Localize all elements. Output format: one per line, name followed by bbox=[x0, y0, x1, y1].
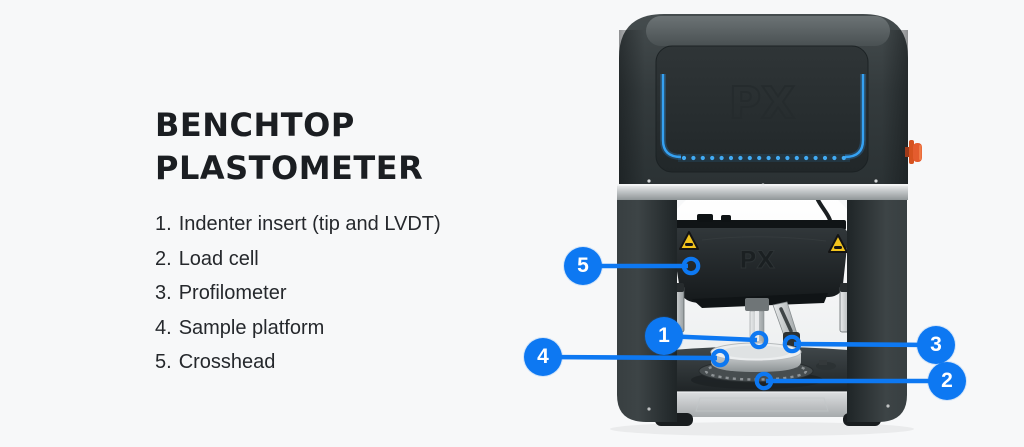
part-number: 4. bbox=[155, 316, 172, 339]
callout-bubble-3: 3 bbox=[917, 326, 955, 364]
part-number: 5. bbox=[155, 351, 172, 374]
estop-button bbox=[905, 140, 922, 164]
leader-line-3 bbox=[793, 341, 937, 348]
part-number: 1. bbox=[155, 213, 172, 235]
part-label: Indenter insert (tip and LVDT) bbox=[178, 213, 441, 235]
crosshead-tab bbox=[697, 214, 713, 222]
target-ring-4 bbox=[710, 348, 730, 368]
parts-list: 1. Indenter insert (tip and LVDT) 2. Load … bbox=[155, 207, 525, 380]
led-dots bbox=[681, 155, 846, 161]
crosshead: PX bbox=[670, 214, 854, 333]
callout-bubble-4: 4 bbox=[524, 338, 562, 376]
target-ring-3 bbox=[782, 334, 802, 354]
part-number: 3. bbox=[155, 282, 172, 305]
target-ring-5 bbox=[681, 256, 701, 276]
target-ring-2 bbox=[754, 371, 774, 391]
list-item: 1. Indenter insert (tip and LVDT) bbox=[155, 207, 525, 242]
leader-line-4 bbox=[542, 354, 718, 361]
callout-lines bbox=[542, 256, 946, 391]
callout-bubble-1: 1 bbox=[645, 317, 683, 355]
head-lid-strip bbox=[646, 16, 890, 46]
part-label: Sample platform bbox=[178, 316, 325, 339]
machine-head: PX bbox=[619, 14, 922, 187]
part-label: Load cell bbox=[178, 247, 259, 270]
px-logo: PX bbox=[739, 246, 776, 274]
left-column bbox=[617, 198, 677, 422]
list-item: 5. Crosshead bbox=[155, 345, 525, 380]
screw-dot bbox=[874, 179, 878, 183]
screw-dot bbox=[886, 404, 890, 408]
head-panel bbox=[655, 45, 869, 173]
callout-bubble-2: 2 bbox=[928, 362, 966, 400]
crosshead-tab bbox=[721, 215, 731, 222]
px-logo: PX bbox=[729, 78, 795, 129]
divider-band bbox=[617, 184, 908, 200]
page-title: BENCHTOP PLASTOMETER bbox=[155, 106, 424, 187]
led-strip bbox=[660, 74, 866, 162]
machine-base bbox=[655, 391, 881, 426]
list-item: 4. Sample platform bbox=[155, 311, 525, 346]
crosshead-panel bbox=[671, 228, 849, 304]
list-item: 2. Load cell bbox=[155, 242, 525, 277]
list-item: 3. Profilometer bbox=[155, 276, 525, 311]
machine-photo: PX bbox=[610, 14, 922, 436]
laser-warning-icon bbox=[828, 234, 848, 253]
part-number: 2. bbox=[155, 247, 172, 270]
target-ring-1 bbox=[749, 330, 769, 350]
right-column bbox=[847, 198, 907, 422]
product-info: BENCHTOP PLASTOMETER 1. Indenter insert (… bbox=[155, 104, 525, 380]
part-label: Crosshead bbox=[178, 351, 276, 374]
screw-dot bbox=[761, 183, 765, 187]
laser-warning-icon bbox=[679, 231, 699, 250]
part-label: Profilometer bbox=[178, 282, 287, 305]
screw-dot bbox=[647, 179, 651, 183]
crosshead-seam bbox=[701, 236, 827, 242]
callout-bubble-5: 5 bbox=[564, 247, 602, 285]
screw-dot bbox=[647, 407, 651, 411]
crosshead-rail bbox=[670, 220, 846, 230]
